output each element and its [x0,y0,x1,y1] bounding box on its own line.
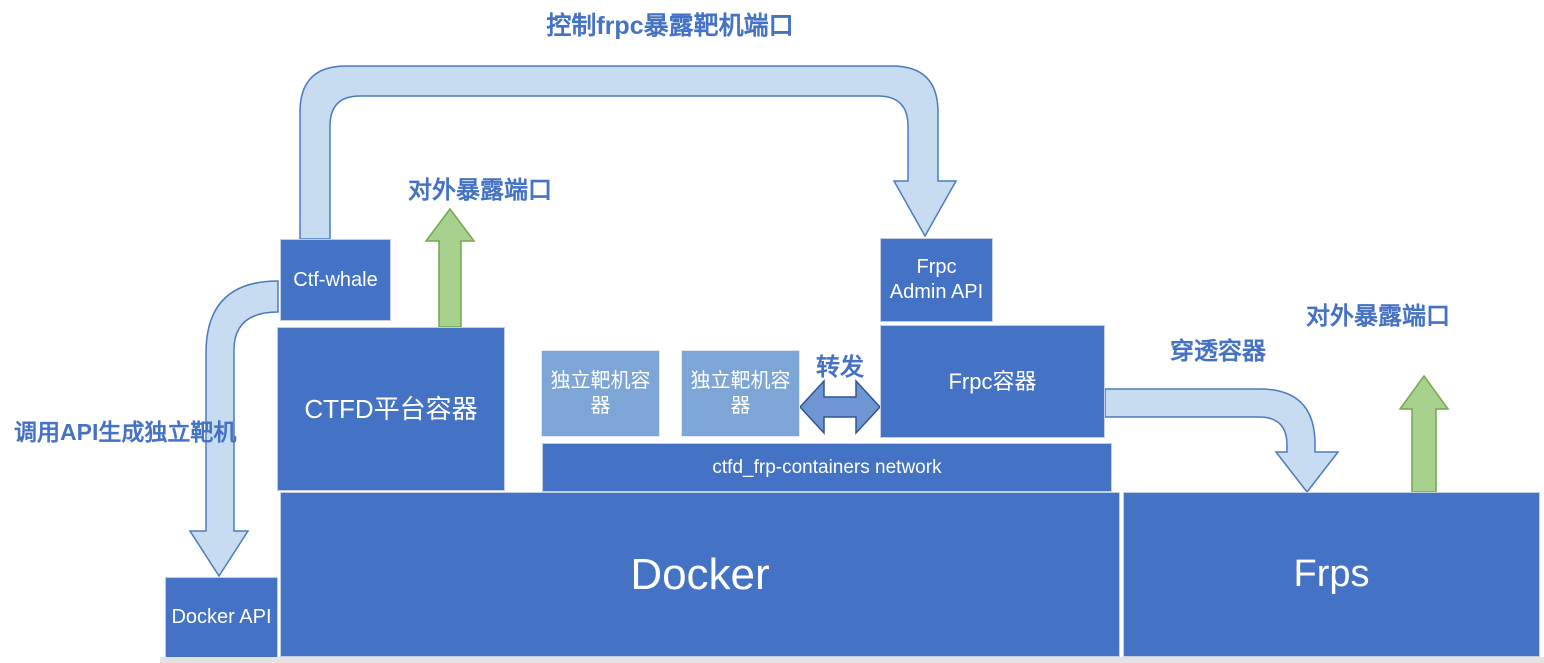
label-expose-port-right: 对外暴露端口 [1306,303,1450,330]
label-penetrate-container: 穿透容器 [1170,338,1266,365]
node-ctfd-platform-container: CTFD平台容器 [277,327,505,491]
node-frps: Frps [1123,492,1540,657]
node-docker-api: Docker API [165,577,278,658]
node-docker: Docker [280,492,1120,657]
expose-port-right-green-arrow [1398,374,1450,493]
expose-port-left-green-arrow [424,207,476,328]
label-forward: 转发 [816,354,864,381]
node-network: ctfd_frp-containers network [542,443,1112,492]
label-control-frpc: 控制frpc暴露靶机端口 [546,12,794,40]
label-call-api: 调用API生成独立靶机 [14,419,237,445]
penetrate-curved-arrow [1104,388,1340,494]
node-frpc-container: Frpc容器 [880,325,1105,438]
forward-double-arrow [798,379,882,435]
node-target-container-1: 独立靶机容器 [541,350,660,437]
call-api-curved-arrow [188,280,279,578]
control-frpc-curved-arrow [299,65,958,240]
node-frpc-admin-api: Frpc Admin API [880,238,993,322]
node-ctf-whale: Ctf-whale [280,239,391,321]
bottom-edge [160,657,1544,663]
node-target-container-2: 独立靶机容器 [681,350,800,437]
label-expose-port-left: 对外暴露端口 [408,177,552,204]
